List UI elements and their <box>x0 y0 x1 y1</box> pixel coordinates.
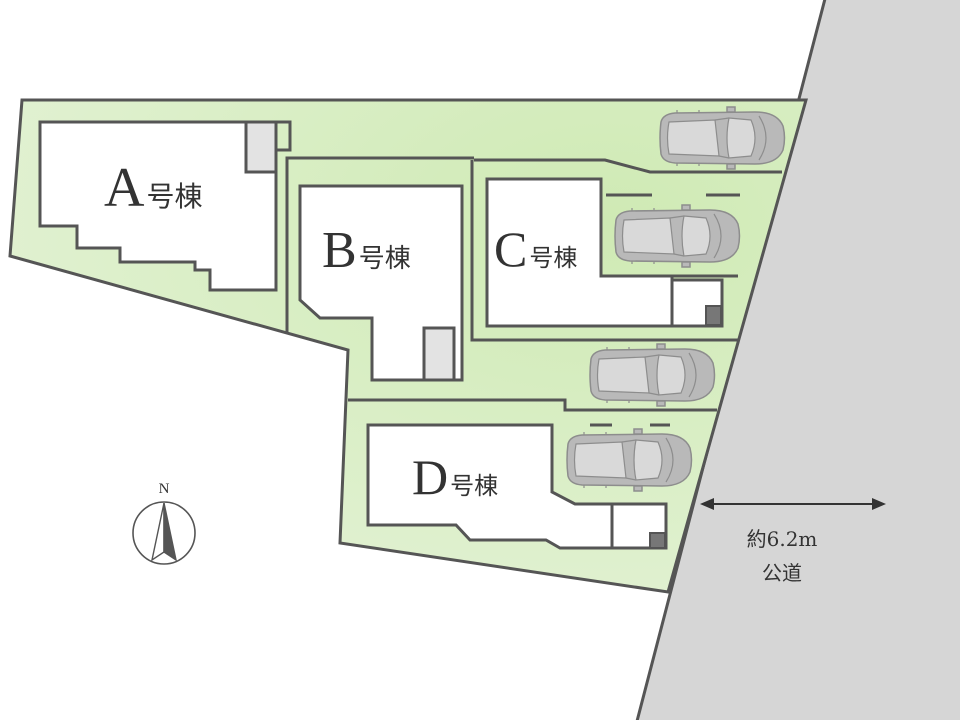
car-icon <box>566 428 693 492</box>
lot-line-b-c <box>470 160 738 342</box>
building-b <box>298 184 464 382</box>
road-width-dimension <box>700 498 886 510</box>
building-c <box>485 177 674 328</box>
car-icon <box>659 106 786 170</box>
lot-line-c-top <box>474 158 782 174</box>
building-b-label: B号棟 <box>322 222 411 279</box>
building-c-meter <box>705 305 722 326</box>
building-d-meter <box>649 532 666 549</box>
compass <box>132 501 196 565</box>
car-icon <box>589 343 716 407</box>
building-a-label: A号棟 <box>104 157 202 219</box>
lot-line-a-b <box>285 156 474 332</box>
building-b-annex <box>422 326 456 382</box>
lot-line-cd-driveway <box>348 398 717 412</box>
road-name-label: 公道 <box>762 561 802 585</box>
building-c-label: C号棟 <box>494 221 577 277</box>
building-a-annex <box>244 120 278 174</box>
road-width-label: 約6.2m <box>747 527 818 551</box>
building-d <box>366 423 614 550</box>
compass-north-label: N <box>159 481 170 497</box>
car-icon <box>614 204 741 268</box>
building-a-annex-line <box>276 120 292 152</box>
building-a <box>38 120 278 292</box>
building-d-label: D号棟 <box>412 449 498 505</box>
